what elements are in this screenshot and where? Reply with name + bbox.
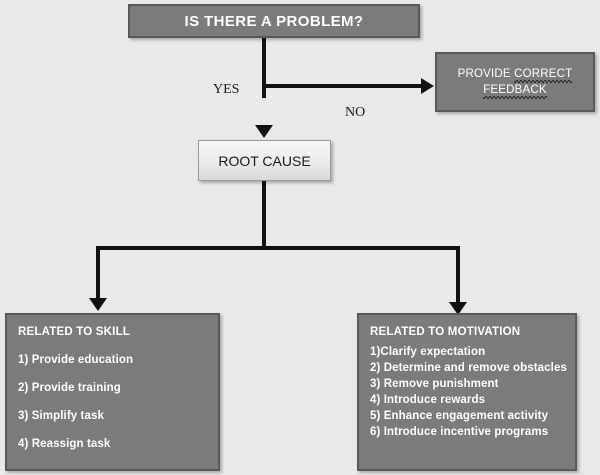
list-item: 4) Introduce rewards	[370, 394, 486, 406]
motivation-heading: RELATED TO MOTIVATION	[370, 326, 521, 338]
connector-title-stem	[262, 38, 266, 98]
node-is-there-a-problem[interactable]: IS THERE A PROBLEM?	[128, 4, 420, 38]
node-related-to-skill[interactable]: RELATED TO SKILL 1) Provide education 2)…	[5, 313, 220, 471]
list-item: 1) Provide education	[18, 354, 134, 366]
connector-left-stem	[96, 246, 100, 300]
list-item: 2) Provide training	[18, 382, 121, 394]
branch-label-yes: YES	[213, 82, 240, 97]
motivation-item-list: 1)Clarify expectation 2) Determine and r…	[370, 346, 575, 438]
feedback-line-1: PROVIDE CORRECT	[457, 68, 573, 83]
list-item: 3) Remove punishment	[370, 378, 499, 390]
arrow-down-icon	[255, 125, 273, 138]
arrow-down-icon	[449, 302, 467, 315]
node-provide-correct-feedback[interactable]: PROVIDE CORRECT FEEDBACK	[435, 52, 595, 112]
arrow-right-icon	[421, 78, 434, 94]
list-item: 1)Clarify expectation	[370, 346, 486, 358]
feedback-line-1-misspelled: CORRECT	[514, 68, 573, 83]
list-item: 6) Introduce incentive programs	[370, 426, 549, 438]
node-related-to-motivation[interactable]: RELATED TO MOTIVATION 1)Clarify expectat…	[357, 313, 577, 471]
branch-label-no: NO	[345, 105, 366, 120]
feedback-line-2-misspelled: FEEDBACK	[483, 84, 547, 99]
arrow-down-icon	[89, 298, 107, 311]
list-item: 4) Reassign task	[18, 438, 111, 450]
skill-item-list: 1) Provide education 2) Provide training…	[18, 354, 218, 450]
feedback-line-1-prefix: PROVIDE	[457, 68, 515, 80]
feedback-line-2: FEEDBACK	[483, 84, 547, 99]
list-item: 5) Enhance engagement activity	[370, 410, 549, 422]
node-root-cause-label: ROOT CAUSE	[218, 152, 311, 169]
node-root-cause[interactable]: ROOT CAUSE	[198, 140, 331, 181]
list-item: 2) Determine and remove obstacles	[370, 362, 567, 374]
connector-no-branch-line	[262, 84, 424, 88]
list-item: 3) Simplify task	[18, 410, 104, 422]
connector-right-stem	[456, 246, 460, 304]
node-title-label: IS THERE A PROBLEM?	[184, 12, 364, 30]
connector-split-bar	[96, 246, 460, 250]
connector-root-cause-stem	[262, 181, 266, 248]
skill-heading: RELATED TO SKILL	[18, 326, 131, 338]
